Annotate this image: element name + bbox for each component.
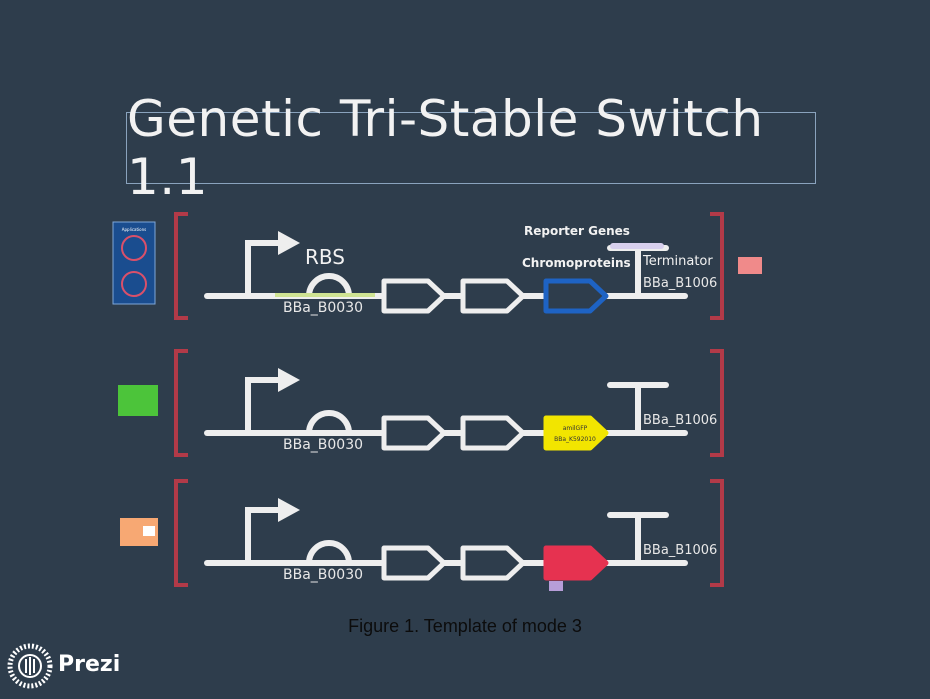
orange-card — [120, 518, 158, 546]
promoter-arrowhead — [278, 498, 300, 522]
applications-circle-2 — [121, 271, 147, 297]
rbs-label: RBS — [305, 245, 345, 269]
cds-2 — [460, 278, 526, 314]
figure-caption: Figure 1. Template of mode 3 — [348, 616, 582, 636]
rbs-part-label: BBa_B0030 — [283, 567, 363, 583]
rbs-note-strip — [275, 293, 375, 297]
applications-card-title: Applications — [122, 227, 146, 232]
prezi-logo-text: Prezi — [58, 652, 121, 677]
circuit-row-2: BBa_B0030 BBa_B1006 amilGFP BBa_K592010 — [174, 349, 724, 457]
yellow-gene-label: amilGFP — [563, 425, 588, 432]
cds-1 — [381, 278, 447, 314]
promoter-arrow — [245, 507, 280, 563]
terminator-part-label: BBa_B1006 — [643, 276, 717, 291]
promoter-arrow — [245, 240, 280, 296]
right-bracket — [710, 349, 724, 457]
applications-card: Applications — [112, 221, 156, 305]
applications-card-bg — [112, 221, 156, 305]
promoter-arrowhead — [278, 231, 300, 255]
left-bracket — [174, 349, 188, 457]
rbs-part-label: BBa_B0030 — [283, 300, 363, 316]
applications-circle-1 — [121, 235, 147, 261]
promoter-arrowhead — [278, 368, 300, 392]
right-bracket — [710, 479, 724, 587]
cds-2 — [460, 545, 526, 581]
terminator-note — [610, 243, 664, 249]
pink-note — [738, 257, 762, 274]
reporter-cds — [543, 278, 609, 314]
green-card-bg — [118, 385, 158, 416]
yellow-cds-fill — [548, 420, 604, 446]
yellow-part-label: BBa_K592010 — [554, 436, 596, 443]
small-purple-note — [549, 581, 563, 591]
promoter-arrow — [245, 377, 280, 433]
cds-2 — [460, 415, 526, 451]
chromoproteins-label: Chromoproteins — [522, 256, 631, 270]
left-bracket — [174, 212, 188, 320]
rbs-shape — [306, 540, 352, 564]
rbs-part-label: BBa_B0030 — [283, 437, 363, 453]
prezi-logo-icon — [7, 643, 53, 689]
terminator-label: Terminator — [642, 254, 713, 269]
green-card — [118, 385, 158, 416]
terminator-part-label: BBa_B1006 — [643, 543, 717, 558]
circuit-row-1: BBa_B0030 BBa_B1006 RBS Reporter GenesChrom… — [174, 212, 724, 320]
cds-1 — [381, 545, 447, 581]
reporter-genes-label: Reporter Genes — [524, 224, 630, 238]
terminator-part-label: BBa_B1006 — [643, 413, 717, 428]
circuit-row-3: BBa_B0030 BBa_B1006 — [174, 479, 724, 591]
orange-card-inset — [143, 526, 155, 536]
right-bracket — [710, 212, 724, 320]
red-cds-fill — [548, 550, 604, 576]
rbs-shape — [306, 273, 352, 297]
left-bracket — [174, 479, 188, 587]
cds-1 — [381, 415, 447, 451]
rbs-shape — [306, 410, 352, 434]
